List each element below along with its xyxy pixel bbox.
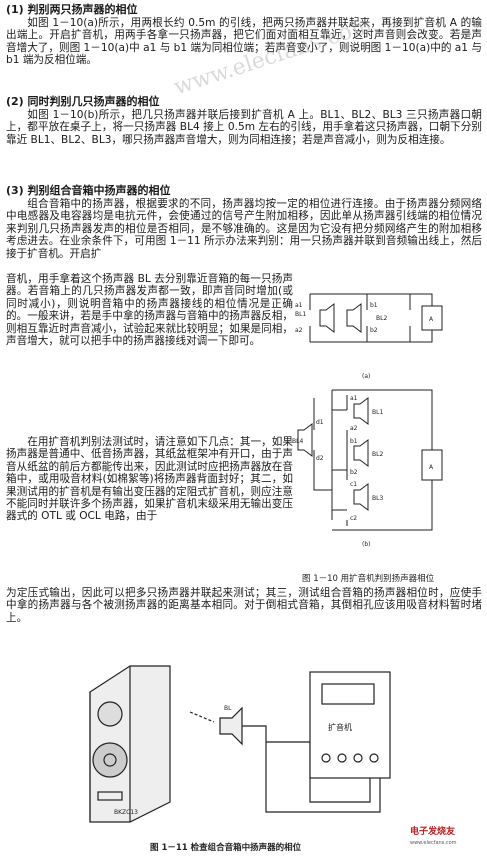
section3-notes-cont: 为定压式输出，因此可以把多只扬声器并联起来测试；其三，测试组合音箱的扬声器相位时…	[6, 587, 482, 624]
section3-heading: (3) 判别组合音箱中扬声器的相位	[6, 184, 171, 197]
fig10b-label-c2: c2	[350, 515, 357, 522]
section1-heading: (1) 判别两只扬声器的相位	[6, 3, 138, 16]
fig10a-label-b1: b1	[370, 302, 378, 309]
amplifier-box	[309, 671, 391, 779]
fig10b-label-c1: c1	[350, 481, 357, 488]
fig10-sub-a: (a)	[362, 373, 370, 380]
fig10b-label-bl4: BL4	[292, 438, 303, 445]
fig10b-label-bl2: BL2	[372, 451, 383, 458]
fig11-cabinet-label: BKZC13	[114, 809, 138, 816]
section3-notes: 在用扩音机判别法测试时，请注意如下几点：其一，如果扬声器是普通中、低音扬声器，其…	[6, 436, 293, 523]
figure-1-10: BL1 a1 a2 BL2 b1 b2 A (a) BL4 d1 d2 BL1 …	[292, 293, 443, 548]
figure-1-11: BKZC13 BL 扩音机	[89, 665, 391, 823]
fig10b-label-bl3: BL3	[372, 495, 383, 502]
fig11-amp-label: 扩音机	[328, 722, 352, 732]
logo-watermark: 电子发烧友 www.elecfans.com	[410, 827, 457, 846]
fig10b-label-bl1: BL1	[372, 409, 383, 416]
fig10b-label-a2: a2	[350, 425, 358, 432]
fig10b-label-b2: b2	[350, 469, 358, 476]
cabinet-woofer	[92, 742, 128, 778]
hand-speaker	[219, 706, 243, 746]
fig11-hand-label: BL	[224, 705, 232, 712]
bl1-speaker-shape	[319, 303, 335, 333]
fig10b-label-d1: d1	[316, 419, 324, 426]
fig10b-label-b1: b1	[350, 438, 358, 445]
figure-1-10-caption: 图 1－10 用扩音机判别扬声器相位	[302, 574, 435, 584]
fig10b-label-d2: d2	[316, 455, 324, 462]
fig10a-label-a2: a2	[295, 327, 303, 334]
fig10b-label-a1: a1	[350, 395, 358, 402]
fig10a-label-bl1: BL1	[295, 311, 306, 318]
section3-left-paragraph: 音机，用手拿着这个扬声器 BL 去分别靠近音箱的每一只扬声器。若音箱上的几只扬声…	[6, 273, 293, 348]
fig10a-label-bl2: BL2	[376, 315, 387, 322]
fig10a-label-amp: A	[429, 316, 434, 323]
fig10a-label-a1: a1	[295, 302, 303, 309]
cabinet-tweeter	[97, 701, 123, 727]
fig10b-label-amp: A	[429, 464, 434, 471]
fig10-sub-b: (b)	[362, 541, 371, 548]
fig10a-label-b2: b2	[370, 327, 378, 334]
section3-intro: 组合音箱中的扬声器，根据要求的不同，扬声器均按一定的相位进行连接。由于扬声器分频…	[6, 198, 482, 260]
section2-heading: (2) 同时判别几只扬声器的相位	[6, 95, 160, 108]
section2-body: 如图 1－10(b)所示，把几只扬声器并联后接到扩音机 A 上。BL1、BL2、…	[6, 109, 482, 146]
figure-1-11-caption: 图 1－11 检查组合音箱中扬声器的相位	[150, 843, 302, 853]
section1-body: 如图 1－10(a)所示，用两根长约 0.5m 的引线，把两只扬声器并联起来，再…	[6, 17, 482, 67]
